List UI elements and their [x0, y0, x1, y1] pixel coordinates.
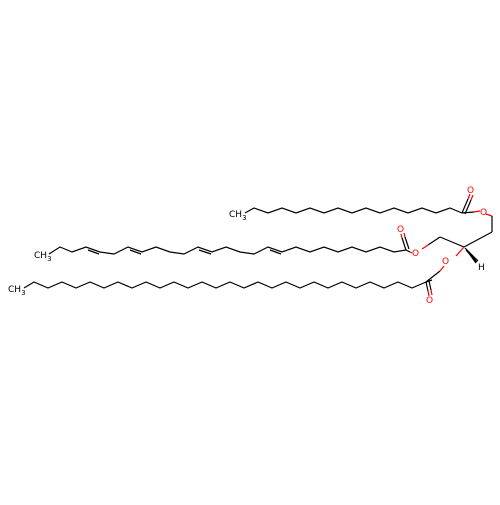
- oxygen-carbonyl-bot: O: [426, 296, 433, 306]
- chain-c-ester: [425, 265, 445, 297]
- chain-a-bonds: [244, 207, 463, 214]
- oxygen-carbonyl-mid: O: [397, 225, 404, 235]
- ch3-label-top: CH3: [229, 210, 247, 222]
- chain-b-double-bonds: [87, 249, 282, 255]
- ch3-label-mid: CH3: [34, 251, 52, 263]
- chain-c-bonds: [23, 279, 433, 289]
- stereo-wedge: [464, 247, 479, 264]
- oxygen-ester-top: O: [480, 208, 487, 218]
- oxygen-ester-bot: O: [442, 257, 449, 267]
- chain-a-ester: [461, 193, 493, 217]
- chain-b-bonds: [48, 246, 407, 255]
- ch3-label-bot: CH3: [8, 285, 26, 297]
- oxygen-carbonyl-top: O: [467, 186, 474, 196]
- hydrogen-stereo: H: [478, 263, 485, 273]
- oxygen-ester-mid: O: [412, 249, 419, 259]
- glycerol-backbone: [427, 216, 493, 248]
- chain-b-ester: [400, 232, 413, 254]
- glycerol-o-bonds: [421, 244, 465, 257]
